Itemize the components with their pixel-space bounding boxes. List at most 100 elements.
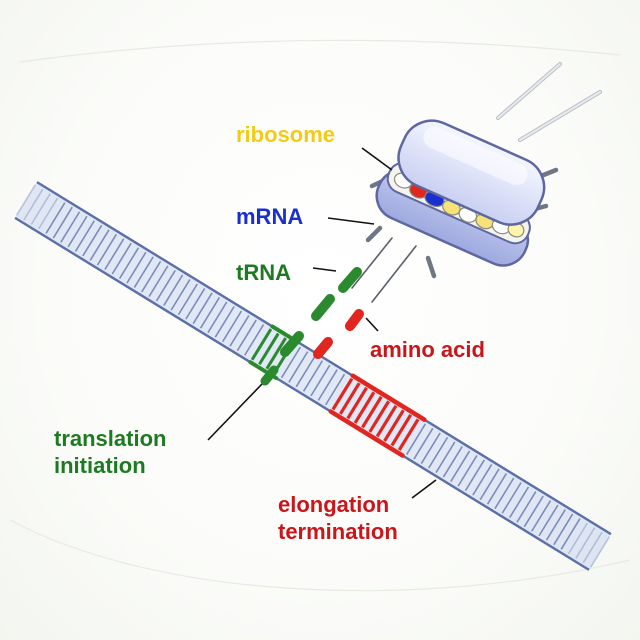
strand-rung [60,211,81,243]
background-lines [9,39,631,592]
strand-rung [30,193,51,225]
strand-rung [170,279,191,311]
strand-rung [250,328,273,361]
strand-rung [420,432,441,464]
strand-edge-bottom [14,216,590,571]
strand-rung [104,238,125,270]
strand-rung [111,242,132,275]
strand-ladder [14,181,612,571]
leader-lines [207,147,437,499]
strand-rung [353,391,376,424]
initiation-label-line1: translation [54,426,166,451]
strand-rung [185,288,206,320]
strand-rung [508,486,530,519]
strand-rung [67,215,88,248]
strand-rung [192,292,213,325]
strand-rung [479,468,500,501]
strand-rung [258,332,280,366]
strand-rung [368,400,391,433]
strand-rung [52,206,73,239]
elongation-label-line2: termination [278,519,398,544]
dash-trail [260,237,417,386]
elongation-highlight-rail [328,409,405,458]
strand-rung [523,495,544,528]
strand-rung [295,355,316,388]
strand-rung [148,265,169,297]
strand-rung [324,373,346,406]
ribosome [365,119,559,279]
strand-rung [516,491,537,523]
guide-line [351,237,393,289]
trna-dash [260,365,279,386]
strand-rung [575,527,596,559]
strand-rung [383,409,405,442]
strand-rung [450,450,471,483]
strand-rung [155,269,176,302]
strand-rung [229,315,250,347]
strand-rung [346,386,368,420]
strand-rung [280,346,302,379]
strand-rung [457,455,478,487]
strand-rung [553,513,574,546]
strand-rung [177,283,198,316]
mrna-label: mRNA [236,204,303,229]
strand-rung [133,256,154,288]
trna-label: tRNA [236,260,291,285]
strand-rung [435,441,456,473]
elongation-highlight-rail [350,373,427,422]
strand-rung [582,531,603,564]
strand-rung [501,482,522,514]
strand-rung [464,459,485,492]
strand-rung [302,360,324,392]
strand-rung [567,522,589,555]
strand-rung [405,423,427,455]
strand-rung [428,436,449,469]
strand-rung [339,382,361,415]
strand-rung [74,220,95,252]
strand-rung [23,188,44,221]
strand-rung [486,473,508,505]
strand-rung [141,260,162,293]
strand-rung [531,500,552,532]
trna-dash [338,267,362,293]
trna-dash [311,294,335,321]
strand-rung [397,418,420,451]
strand-rung [413,427,434,460]
strand-rung [288,351,309,383]
amino-acid-label: amino acid [370,337,485,362]
strand-rung [317,369,338,401]
ribosome-label: ribosome [236,122,335,147]
strand-rung [538,504,559,537]
amino-acid-dash [313,337,333,359]
strand-rung [310,364,331,397]
trna-dash [280,331,304,357]
strand-rung [163,274,184,307]
strand-rung [442,445,463,478]
strand-rung [494,477,515,510]
strand-rung [207,301,228,334]
strand-rung [37,197,59,230]
elongation-label-line1: elongation [278,492,389,517]
strand-rung [265,337,287,370]
strand-rung [214,306,235,338]
strand-rung [82,224,103,257]
strand-rung [472,464,493,496]
strand-rung [236,319,257,352]
strand-rung [545,509,566,541]
strand-rung [118,247,140,279]
strand-rung [221,310,243,343]
strand-rung [15,184,37,216]
strand-rung [361,395,383,429]
strand-rung [375,404,398,438]
amino-acid-dash [345,309,364,331]
guide-line [371,245,417,303]
strand-rung [331,377,354,411]
strand-rung [589,536,611,568]
strand-rung [560,518,581,550]
strand-rung [45,202,66,234]
strand-rung [89,229,110,261]
strand-rung [126,251,147,284]
strand-edge-top [36,181,612,536]
